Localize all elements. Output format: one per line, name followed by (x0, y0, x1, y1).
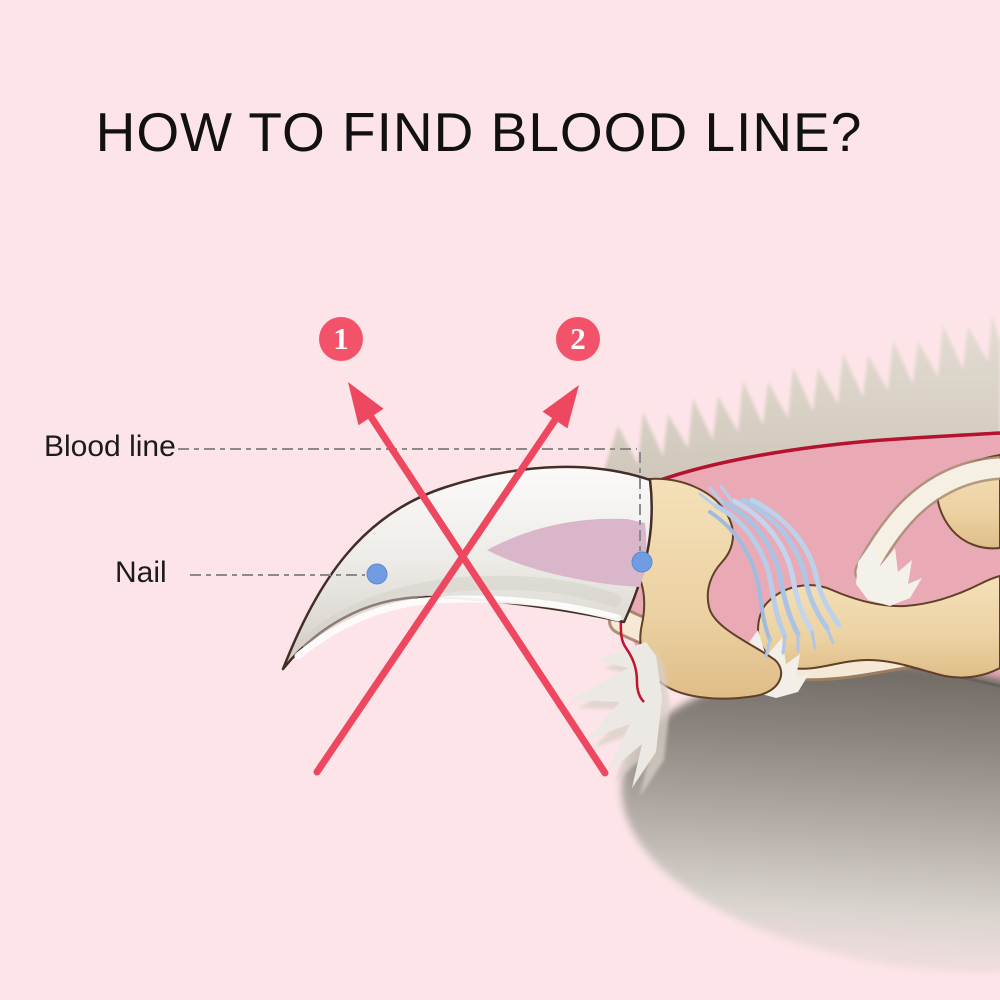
quick-shape (487, 518, 647, 587)
fur-tuft-top (604, 315, 1000, 487)
blood-line-label: Blood line (44, 430, 176, 463)
marker-1-badge: 1 (319, 317, 363, 361)
nail-dot (366, 563, 388, 585)
fur-tuft-bottom (570, 642, 662, 788)
blood-line-dot (631, 551, 653, 573)
arrow-1 (348, 382, 609, 777)
nail-label: Nail (115, 556, 167, 589)
joint-fur-upper (856, 542, 922, 606)
page-title: HOW TO FIND BLOOD LINE? (95, 101, 863, 163)
arrow-2 (313, 385, 579, 776)
tendon-upper (856, 458, 1000, 582)
paw-pad (621, 664, 1000, 972)
tendon-blue-fibres (698, 484, 842, 658)
marker-2-badge: 2 (556, 317, 600, 361)
skin-red-line (643, 431, 1000, 488)
callouts (178, 448, 641, 576)
